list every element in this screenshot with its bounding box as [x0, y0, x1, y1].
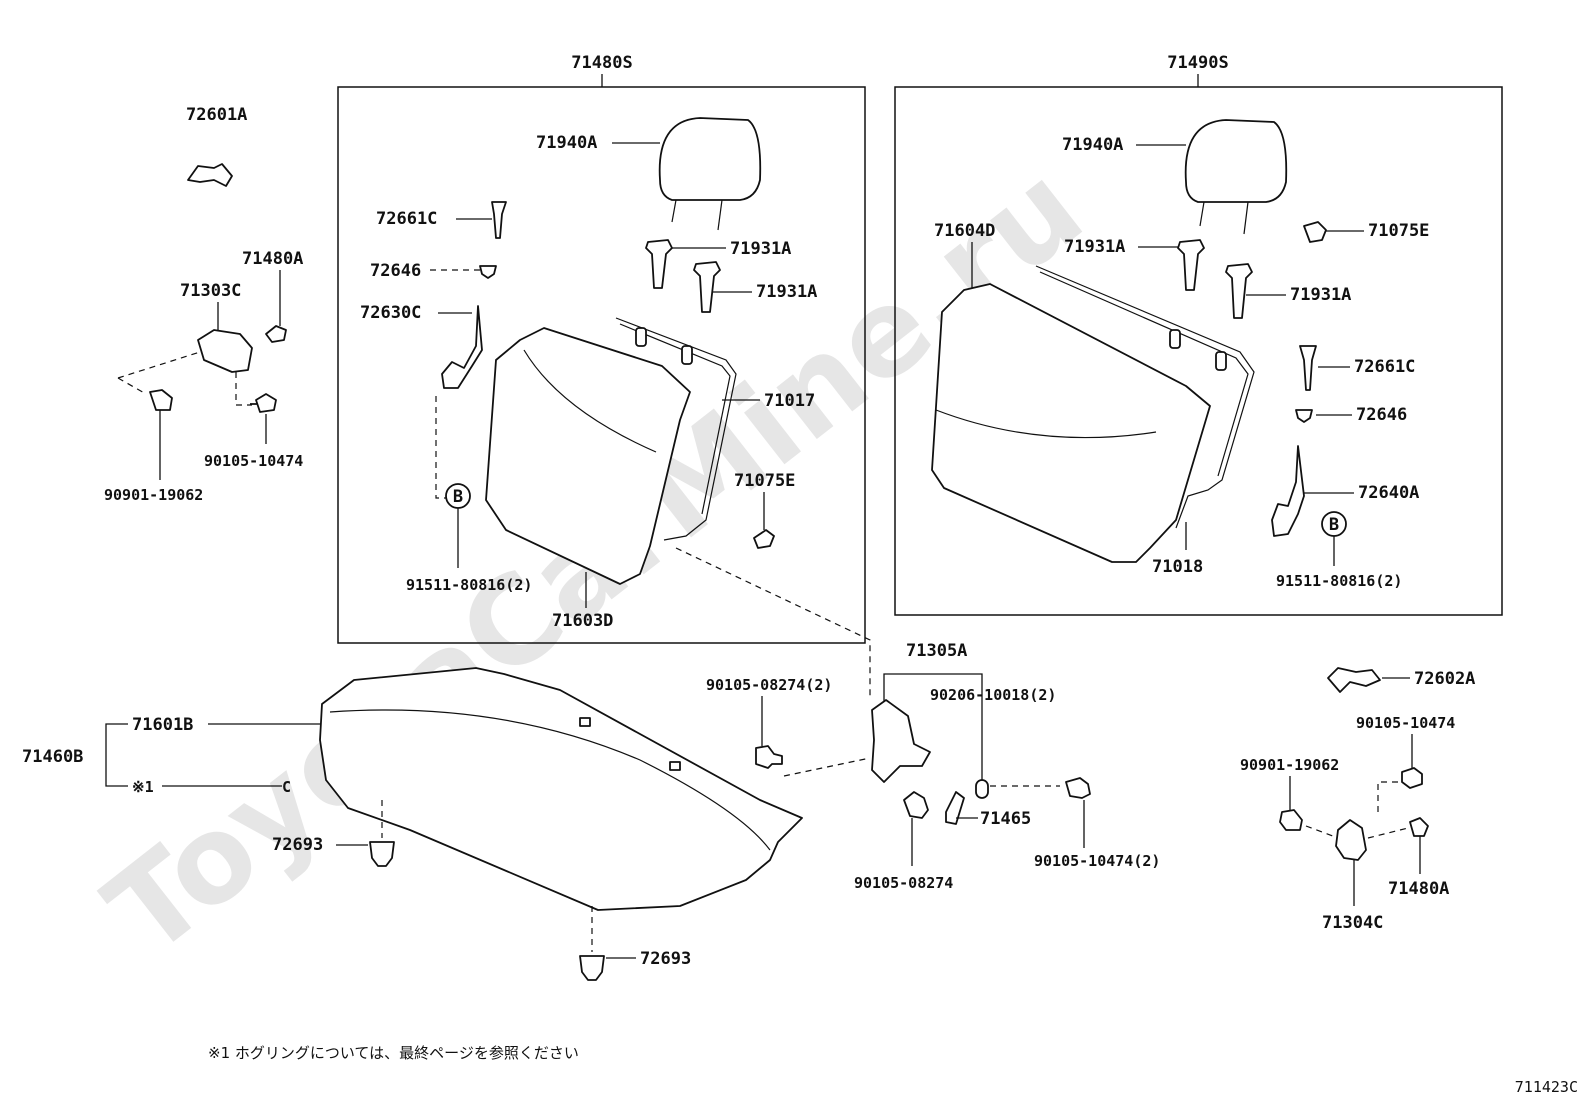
label-72661c-right[interactable]: 72661C — [1354, 357, 1415, 377]
label-71931a-left-1[interactable]: 71931A — [730, 239, 791, 259]
guide-71931a-right-1[interactable] — [1177, 239, 1205, 291]
label-71601b[interactable]: 71601B — [132, 715, 193, 735]
label-90105-08274[interactable]: 90105-08274 — [854, 874, 953, 892]
bolt-90901-19062-left[interactable] — [149, 389, 173, 411]
label-72630c[interactable]: 72630C — [360, 303, 421, 323]
lock-rod-72640a[interactable] — [1271, 445, 1305, 537]
guide-71931a-left-1[interactable] — [645, 239, 673, 289]
label-71075e-right[interactable]: 71075E — [1368, 221, 1429, 241]
label-72693-a[interactable]: 72693 — [272, 835, 323, 855]
cover-71304c[interactable] — [1335, 819, 1367, 861]
label-91511-left[interactable]: 91511-80816(2) — [406, 576, 532, 594]
clip-72693-a[interactable] — [369, 841, 395, 867]
label-90105-10474-left[interactable]: 90105-10474 — [204, 452, 303, 470]
label-71305a[interactable]: 71305A — [906, 641, 967, 661]
label-72640a[interactable]: 72640A — [1358, 483, 1419, 503]
clip-71075e-left[interactable] — [753, 529, 775, 549]
guide-71931a-left-2[interactable] — [693, 261, 721, 313]
label-note-ref: ※1 — [132, 778, 154, 796]
frame-guide-right-1 — [1169, 329, 1181, 349]
lock-rod-72630c[interactable] — [441, 305, 483, 389]
knob-72661c-left[interactable] — [491, 201, 507, 239]
seatback-right-group: 71490S — [894, 53, 1503, 616]
lever-71465[interactable] — [945, 791, 965, 825]
hinge-cover-72601a[interactable] — [187, 163, 233, 187]
bolt-90105-10474-2[interactable] — [1065, 777, 1091, 799]
label-90105-10474-right[interactable]: 90105-10474 — [1356, 714, 1455, 732]
label-71304c[interactable]: 71304C — [1322, 913, 1383, 933]
label-90901-19062-left[interactable]: 90901-19062 — [104, 486, 203, 504]
seatback-frame-71018[interactable] — [1035, 265, 1255, 529]
seatback-cover-71603d[interactable] — [485, 327, 691, 585]
bolt-90105-10474-right[interactable] — [1401, 767, 1423, 789]
nut-90206-10018[interactable] — [975, 779, 989, 799]
bolt-90105-08274-2[interactable] — [755, 745, 783, 769]
hinge-cover-72602a[interactable] — [1327, 667, 1381, 693]
label-71480a-left[interactable]: 71480A — [242, 249, 303, 269]
label-71603d[interactable]: 71603D — [552, 611, 613, 631]
hinge-bracket-71305a[interactable] — [871, 699, 931, 783]
label-71940a-right[interactable]: 71940A — [1062, 135, 1123, 155]
figure-code: 711423C — [1515, 1078, 1578, 1096]
bushing-72646-right[interactable] — [1295, 409, 1313, 423]
label-71931a-left-2[interactable]: 71931A — [756, 282, 817, 302]
label-72601a[interactable]: 72601A — [186, 105, 247, 125]
cover-71303c[interactable] — [197, 329, 253, 373]
bolt-90105-08274[interactable] — [903, 791, 929, 819]
headrest-71940a-right[interactable] — [1184, 119, 1288, 203]
footnote: ※1 ホグリングについては、最終ページを参照ください — [208, 1044, 579, 1062]
seatback-cover-71604d[interactable] — [931, 283, 1211, 563]
label-90206-10018-2[interactable]: 90206-10018(2) — [930, 686, 1056, 704]
label-72661c-left[interactable]: 72661C — [376, 209, 437, 229]
label-71017[interactable]: 71017 — [764, 391, 815, 411]
label-72646-right[interactable]: 72646 — [1356, 405, 1407, 425]
cushion-hook-2 — [669, 761, 681, 771]
group-label-71480s[interactable]: 71480S — [571, 53, 632, 73]
guide-71931a-right-2[interactable] — [1225, 263, 1253, 319]
label-72646-left[interactable]: 72646 — [370, 261, 421, 281]
frame-guide-left-1 — [635, 327, 647, 347]
callout-b-left-text: B — [453, 487, 463, 507]
label-71075e-left[interactable]: 71075E — [734, 471, 795, 491]
group-label-71490s[interactable]: 71490S — [1167, 53, 1228, 73]
callout-b-right-text: B — [1329, 515, 1339, 535]
bolt-90105-10474-left[interactable] — [250, 393, 277, 413]
cover-71480a-left[interactable] — [265, 325, 287, 343]
bushing-72646-left[interactable] — [479, 265, 497, 279]
cover-71480a-right[interactable] — [1409, 817, 1429, 837]
frame-guide-left-2 — [681, 345, 693, 365]
label-91511-right[interactable]: 91511-80816(2) — [1276, 572, 1402, 590]
label-72693-b[interactable]: 72693 — [640, 949, 691, 969]
bolt-90901-19062-right[interactable] — [1279, 809, 1303, 831]
seat-cushion-71601b[interactable] — [319, 667, 803, 911]
label-71931a-right-1[interactable]: 71931A — [1064, 237, 1125, 257]
label-71940a-left[interactable]: 71940A — [536, 133, 597, 153]
seatback-frame-71017[interactable] — [615, 317, 737, 541]
seatback-left-group: 71480S — [337, 53, 866, 644]
label-90105-08274-2[interactable]: 90105-08274(2) — [706, 676, 832, 694]
label-71931a-right-2[interactable]: 71931A — [1290, 285, 1351, 305]
label-71465[interactable]: 71465 — [980, 809, 1031, 829]
clip-71075e-right[interactable] — [1303, 221, 1327, 243]
clip-72693-b[interactable] — [579, 955, 605, 981]
frame-guide-right-2 — [1215, 351, 1227, 371]
label-71460b[interactable]: 71460B — [22, 747, 83, 767]
label-72602a[interactable]: 72602A — [1414, 669, 1475, 689]
label-note-c: C — [282, 778, 291, 796]
headrest-71940a-left[interactable] — [658, 117, 762, 201]
label-71303c[interactable]: 71303C — [180, 281, 241, 301]
label-71480a-right[interactable]: 71480A — [1388, 879, 1449, 899]
label-71018[interactable]: 71018 — [1152, 557, 1203, 577]
label-90105-10474-2[interactable]: 90105-10474(2) — [1034, 852, 1160, 870]
knob-72661c-right[interactable] — [1299, 345, 1317, 391]
label-71604d[interactable]: 71604D — [934, 221, 995, 241]
label-90901-19062-right[interactable]: 90901-19062 — [1240, 756, 1339, 774]
cushion-hook-1 — [579, 717, 591, 727]
